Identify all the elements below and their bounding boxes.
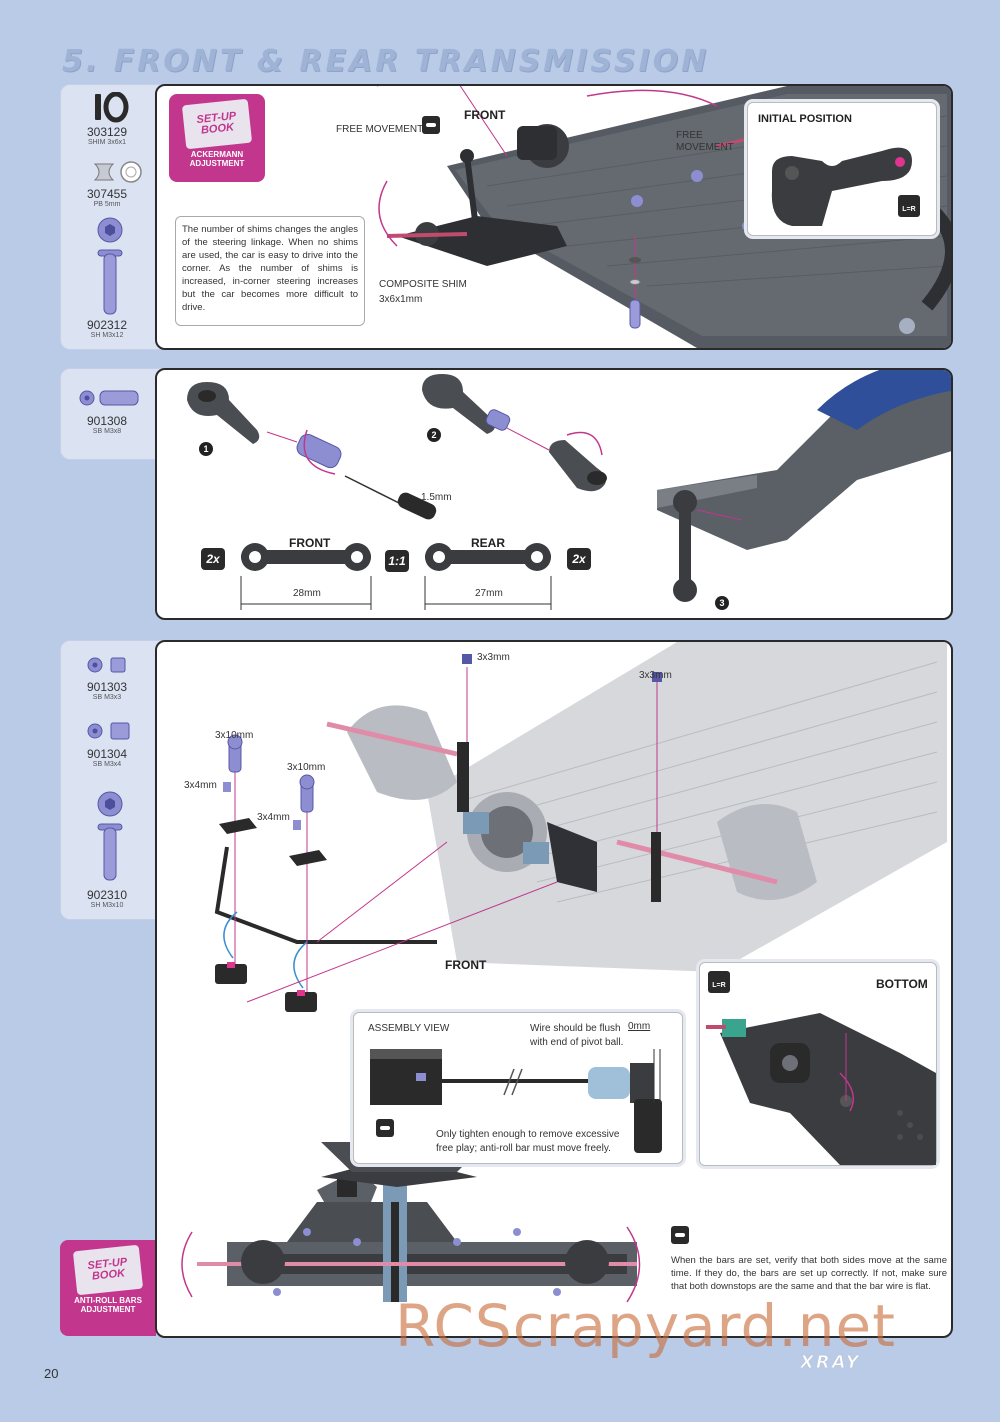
screw-3x10-label-b: 3x10mm	[287, 762, 326, 773]
bottom-label: BOTTOM	[876, 977, 928, 991]
part-number: 901308	[86, 414, 128, 428]
part-number: 901303	[86, 680, 128, 694]
part-description: PB 5mm	[93, 201, 121, 208]
part-number: 901304	[86, 747, 128, 761]
front-label-2: FRONT	[289, 536, 331, 550]
step-number-3: 3	[715, 596, 729, 610]
pivot-ball-icon	[93, 161, 142, 183]
assembly-view-drawing	[370, 1049, 662, 1153]
tighten-icon	[376, 1119, 394, 1137]
free-movement-label-2a: FREE	[676, 130, 703, 141]
part-902310: 902310 SH M3x10	[62, 889, 152, 910]
part-902312: 902312 SH M3x12	[62, 319, 152, 340]
screw-m3x3-icon	[87, 657, 126, 673]
setup-book-caption-1: ANTI-ROLL BARS	[74, 1296, 142, 1305]
screw-3x4-label-a: 3x4mm	[184, 780, 217, 791]
part-description: SHIM 3x6x1	[87, 139, 127, 146]
tool-size-label: 1.5mm	[421, 492, 452, 503]
parts-sidebar-2	[60, 368, 170, 460]
shim-note-box: The number of shims changes the angles o…	[175, 216, 365, 326]
verify-icon	[671, 1226, 689, 1244]
front-label-3: FRONT	[445, 958, 487, 972]
part-number: 307455	[86, 187, 128, 201]
lr-label: L=R	[902, 206, 916, 213]
step2-panel: 1 2 3 1.5mm FRONT REAR 2x 1:1 2x 28mm 27…	[155, 368, 953, 620]
step-number-1: 1	[199, 442, 213, 456]
rear-label: REAR	[471, 536, 506, 550]
setup-book-caption: ACKERMANN ADJUSTMENT	[189, 150, 245, 168]
shim-note-text: The number of shims changes the angles o…	[182, 224, 358, 313]
part-number: 303129	[86, 125, 128, 139]
wire-note-line1: Wire should be flush	[530, 1023, 621, 1034]
tighten-note-line2: free play; anti-roll bar must move freel…	[436, 1143, 611, 1154]
part-description: SH M3x10	[90, 902, 124, 909]
part-901304: 901304 SB M3x4	[62, 748, 152, 769]
brand-logo: XRAY	[800, 1352, 861, 1374]
part-description: SB M3x8	[92, 428, 122, 435]
setup-book-caption-2: ADJUSTMENT	[80, 1305, 136, 1314]
part-number: 902312	[86, 318, 128, 332]
page-title: 5. FRONT & REAR TRANSMISSION	[62, 44, 710, 79]
initial-position-inset: INITIAL POSITION L=R	[747, 102, 937, 236]
watermark: RCScrapyard.net	[395, 1292, 896, 1360]
screw-m3x12-icon	[97, 217, 123, 315]
free-movement-icon	[422, 116, 440, 134]
lr-label-2: L=R	[712, 982, 726, 989]
qty-rear-badge: 2x	[567, 548, 591, 570]
part-number: 902310	[86, 888, 128, 902]
screw-3x4-label-b: 3x4mm	[257, 812, 290, 823]
qty-front-badge: 2x	[201, 548, 225, 570]
screw-3x3-label-a: 3x3mm	[477, 652, 510, 663]
free-movement-label-1: FREE MOVEMENT	[336, 124, 424, 135]
rear-length-label: 27mm	[475, 588, 503, 599]
front-label-1: FRONT	[464, 108, 506, 122]
setup-book-line2: BOOK	[200, 121, 235, 137]
bottom-view-drawing	[706, 1013, 936, 1165]
composite-shim-label: COMPOSITE SHIM	[379, 279, 467, 290]
bottom-view-inset: L=R BOTTOM	[699, 962, 937, 1166]
ratio-badge: 1:1	[385, 550, 409, 572]
part-description: SB M3x4	[92, 761, 122, 768]
part-307455: 307455 PB 5mm	[62, 188, 152, 209]
step-number-2: 2	[427, 428, 441, 442]
setup-book-line2: BOOK	[91, 1267, 126, 1283]
verify-note: When the bars are set, verify that both …	[671, 1255, 947, 1292]
page-number: 20	[44, 1366, 59, 1381]
part-303129: 303129 SHIM 3x6x1	[62, 126, 152, 147]
screw-m3x10-icon	[97, 791, 123, 881]
free-movement-label-2b: MOVEMENT	[676, 142, 734, 153]
part-901308: 901308 SB M3x8	[62, 415, 152, 436]
screw-3x3-label-b: 3x3mm	[639, 670, 672, 681]
front-length-label: 28mm	[293, 588, 321, 599]
wire-note-line2: with end of pivot ball.	[530, 1037, 624, 1048]
shim-icon	[95, 92, 129, 123]
lr-symmetry-icon: L=R	[898, 195, 920, 217]
anti-roll-bar-drawing	[181, 642, 947, 1303]
steering-arm-drawing	[771, 147, 912, 226]
screw-3x10-label-a: 3x10mm	[215, 730, 254, 741]
step3-panel: 3x3mm 3x3mm 3x10mm 3x10mm 3x4mm 3x4mm FR…	[155, 640, 953, 1338]
assembly-view-inset: ASSEMBLY VIEW Wire should be flush with …	[353, 1012, 683, 1164]
ball-end-assembly-drawing	[187, 370, 951, 610]
part-description: SB M3x3	[92, 694, 122, 701]
composite-shim-size: 3x6x1mm	[379, 294, 423, 305]
initial-position-title: INITIAL POSITION	[758, 113, 852, 125]
part-description: SH M3x12	[90, 332, 124, 339]
part-901303: 901303 SB M3x3	[62, 681, 152, 702]
tighten-note-line1: Only tighten enough to remove excessive	[436, 1129, 620, 1140]
lr-symmetry-icon-2: L=R	[708, 971, 730, 993]
zero-mm-label: 0mm	[628, 1021, 651, 1032]
assembly-view-title: ASSEMBLY VIEW	[368, 1023, 450, 1034]
screw-m3x8-icon	[79, 390, 139, 406]
screw-m3x4-icon	[87, 722, 130, 740]
